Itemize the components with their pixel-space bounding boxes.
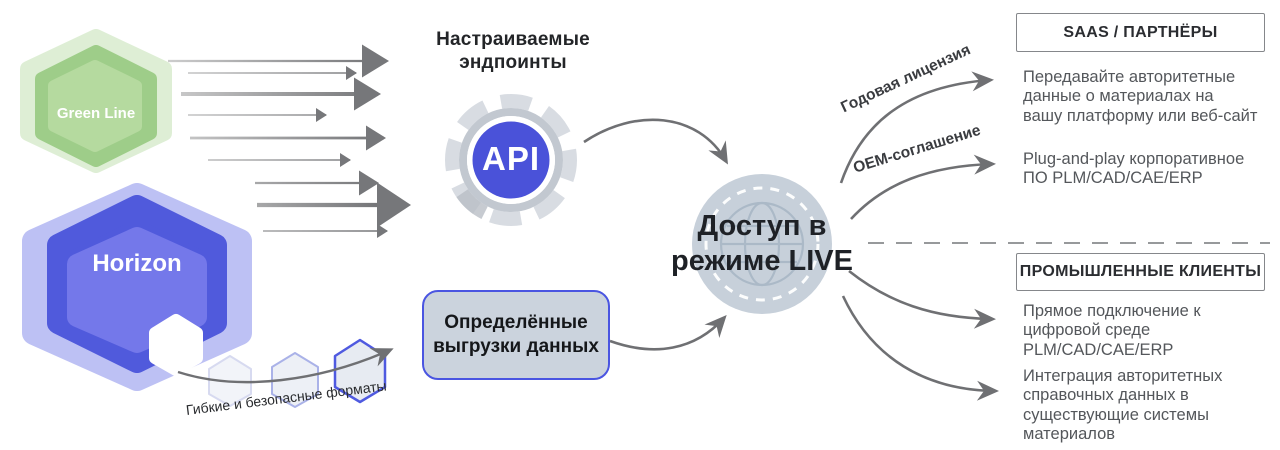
- live-globe-icon: [692, 174, 832, 314]
- green-line-label: Green Line: [56, 105, 136, 122]
- data-flow-arrows: [168, 44, 411, 238]
- annual-license-arrow: [839, 71, 994, 184]
- api-gear-icon: [445, 94, 577, 226]
- exports-box: Определённые выгрузки данных: [422, 290, 610, 380]
- api-to-live-arrow: [583, 118, 728, 165]
- live-access-label: Доступ в режиме LIVE: [671, 210, 853, 277]
- industrial-clients-title: ПРОМЫШЛЕННЫЕ КЛИЕНТЫ: [1019, 263, 1262, 280]
- industrial-clients-title-box: ПРОМЫШЛЕННЫЕ КЛИЕНТЫ: [1016, 253, 1265, 291]
- oem-agreement-arrow: [850, 154, 996, 220]
- white-hexagon: [149, 314, 203, 376]
- saas-benefit-item-2: Plug-and-play корпоративное ПО PLM/CAD/C…: [1023, 150, 1245, 188]
- endpoints-title: Настраиваемые эндпоинты: [436, 29, 590, 74]
- formats-arrow: [177, 348, 394, 384]
- api-badge-label: API: [481, 140, 540, 177]
- industrial-arrow-2: [841, 295, 999, 401]
- horizon-label: Horizon: [92, 250, 182, 277]
- green-line-hexagon: [20, 29, 172, 173]
- exports-to-live-arrow: [609, 315, 727, 351]
- exports-box-label: Определённые выгрузки данных: [433, 312, 599, 357]
- industrial-benefit-item-1: Прямое подключение к цифровой среде PLM/…: [1023, 302, 1201, 359]
- saas-benefit-item-1: Передавайте авторитетные данные о матери…: [1023, 68, 1258, 125]
- saas-partners-title: SAAS / ПАРТНЁРЫ: [1063, 23, 1218, 41]
- saas-partners-title-box: SAAS / ПАРТНЁРЫ: [1016, 13, 1265, 52]
- hexagon-trail: [177, 338, 394, 408]
- horizon-hexagon: [22, 183, 252, 391]
- industrial-benefit-item-2: Интеграция авторитетных справочных данны…: [1023, 367, 1223, 443]
- industrial-arrow-1: [848, 269, 996, 329]
